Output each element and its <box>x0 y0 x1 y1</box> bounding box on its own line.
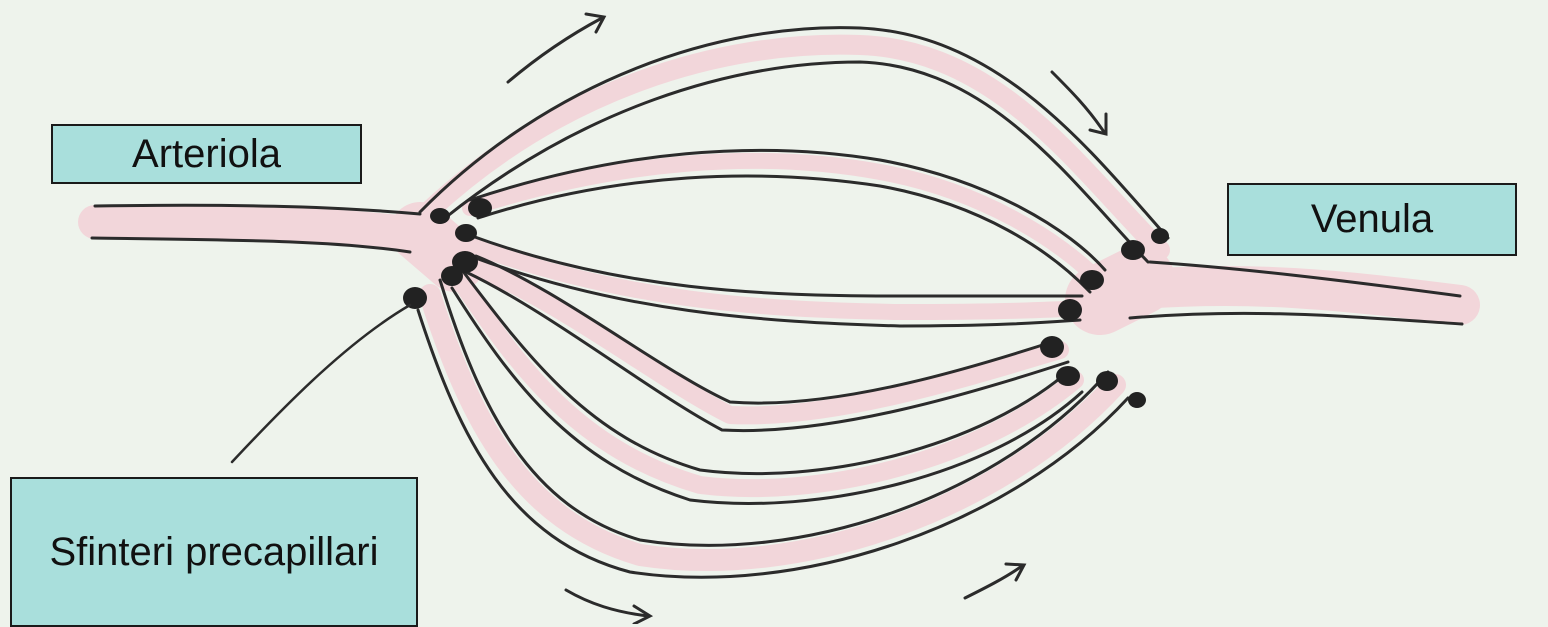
venula-label-text: Venula <box>1311 197 1433 242</box>
sphincter-dot <box>1128 392 1146 408</box>
sphincter-dot <box>1151 228 1169 244</box>
capillary-fill-top <box>430 45 1160 250</box>
sphincter-dot <box>455 224 477 242</box>
flow-arrow-bottom-right <box>965 566 1022 598</box>
sphincter-dot <box>1080 270 1104 290</box>
sphincter-dot <box>430 208 450 224</box>
sphincter-dot <box>1056 366 1080 386</box>
sphincter-dot <box>1040 336 1064 358</box>
junction-fill-left <box>420 232 455 262</box>
sphincter-dot <box>441 266 463 286</box>
venula-label: Venula <box>1227 183 1517 256</box>
sfinteri-label: Sfinteri precapillari <box>10 477 418 627</box>
flow-arrow-top-left <box>508 18 602 82</box>
sphincter-dot <box>1121 240 1145 260</box>
sfinteri-label-text: Sfinteri precapillari <box>49 530 378 575</box>
sphincter-dot <box>468 198 492 218</box>
sphincter-dot <box>1096 371 1118 391</box>
arteriola-label-text: Arteriola <box>132 132 281 177</box>
arteriole-fill <box>95 222 430 236</box>
sphincter-dot <box>1058 299 1082 321</box>
flow-arrow-bottom-left <box>566 590 648 616</box>
sphincter-pointer-line <box>232 305 410 462</box>
arteriola-label: Arteriola <box>51 124 362 184</box>
